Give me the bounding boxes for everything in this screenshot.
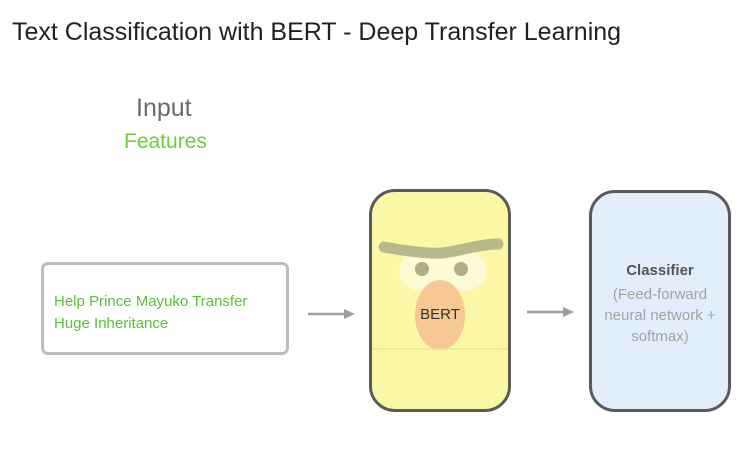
- input-sentence: Help Prince Mayuko Transfer Huge Inherit…: [54, 291, 286, 335]
- input-sentence-line-2: Huge Inheritance: [54, 315, 169, 332]
- classifier-title: Classifier: [626, 262, 694, 279]
- bert-eye-left: [415, 262, 429, 276]
- bert-face-illustration: [372, 238, 508, 350]
- input-heading: Input: [136, 94, 192, 122]
- features-subheading: Features: [124, 130, 207, 153]
- arrow-bert-to-classifier: [527, 307, 574, 317]
- page-title: Text Classification with BERT - Deep Tra…: [12, 18, 622, 46]
- input-text-box: Help Prince Mayuko Transfer Huge Inherit…: [41, 262, 289, 355]
- bert-model-box: BERT: [369, 189, 511, 412]
- arrow-input-to-bert: [308, 309, 355, 319]
- input-sentence-line-1: Help Prince Mayuko Transfer: [54, 293, 248, 310]
- classifier-desc-line-3: softmax): [631, 328, 689, 345]
- bert-eye-right: [454, 262, 468, 276]
- classifier-box: Classifier (Feed-forward neural network …: [589, 190, 731, 412]
- classifier-description: (Feed-forward neural network + softmax): [592, 284, 728, 347]
- classifier-desc-line-1: (Feed-forward: [612, 286, 708, 303]
- bert-label: BERT: [420, 306, 460, 323]
- classifier-desc-line-2: neural network +: [604, 307, 716, 324]
- bert-eyebrow: [378, 238, 504, 259]
- bert-nose: [415, 280, 465, 350]
